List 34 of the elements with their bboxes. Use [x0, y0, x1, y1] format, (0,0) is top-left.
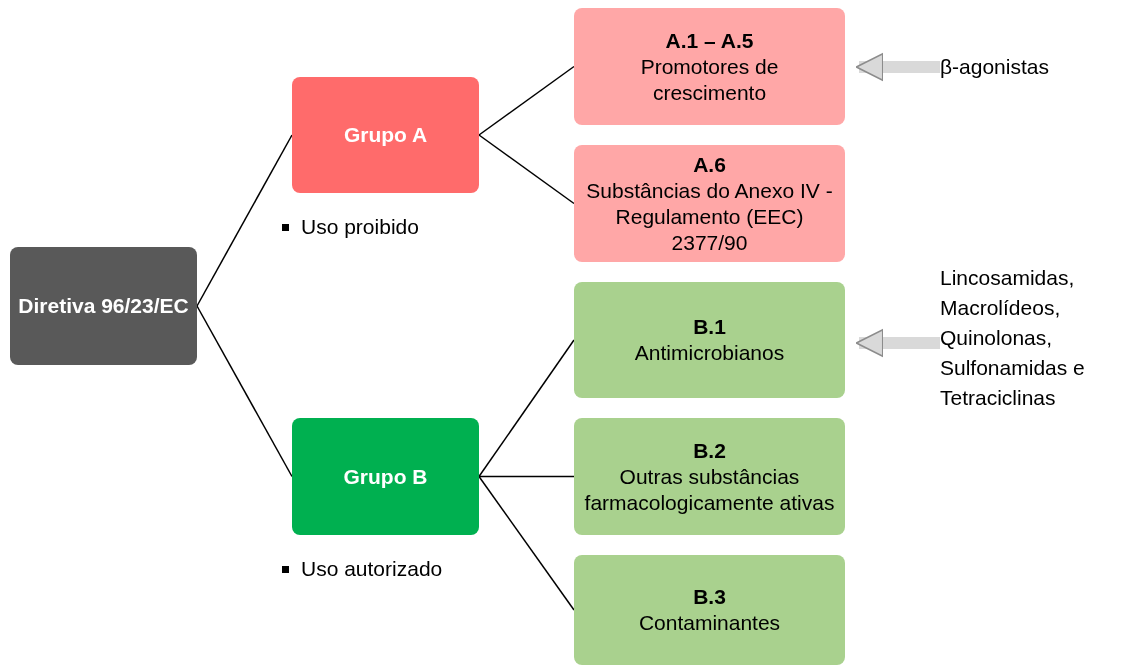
category-code: B.1: [693, 314, 726, 340]
block-arrow: [855, 329, 940, 357]
group-title: Diretiva 96/23/EC: [18, 293, 189, 319]
connector-line: [478, 65, 575, 136]
group-title: Grupo B: [343, 463, 428, 490]
connector-line: [478, 475, 575, 478]
category-code: A.1 – A.5: [665, 27, 754, 54]
connector-line: [478, 134, 575, 205]
category-name: Antimicrobianos: [634, 340, 785, 366]
category-box: [574, 555, 845, 665]
group-box: [292, 418, 479, 535]
category-name: Promotores de crescimento: [639, 53, 780, 106]
category-box: [574, 8, 845, 125]
category-box: [574, 145, 845, 262]
connector-line: [196, 134, 293, 307]
category-box: [574, 418, 845, 535]
note-text: β-agonistas: [940, 54, 1049, 80]
category-code: A.6: [693, 151, 726, 178]
beside-text: Uso autorizado: [301, 556, 443, 582]
category-name: Substâncias do Anexo IV - Regulamento (EEC) 2377/90: [585, 177, 834, 256]
block-arrow: [855, 53, 940, 81]
note-text: Lincosamidas, Macrolídeos, Quinolonas, Sulfonamidas e Tetraciclinas: [940, 265, 1086, 411]
category-name: Contaminantes: [638, 610, 781, 636]
connector-line: [478, 339, 575, 478]
category-name: Outras substâncias farmacologicamente ativas: [583, 463, 836, 516]
group-box: [292, 77, 479, 193]
group-box: [10, 247, 197, 365]
category-code: B.3: [693, 584, 726, 610]
beside-text: Uso proibido: [301, 214, 419, 240]
connector-line: [478, 475, 575, 611]
category-code: B.2: [693, 437, 726, 464]
group-title: Grupo A: [343, 122, 428, 148]
category-box: [574, 282, 845, 398]
connector-line: [196, 305, 293, 478]
